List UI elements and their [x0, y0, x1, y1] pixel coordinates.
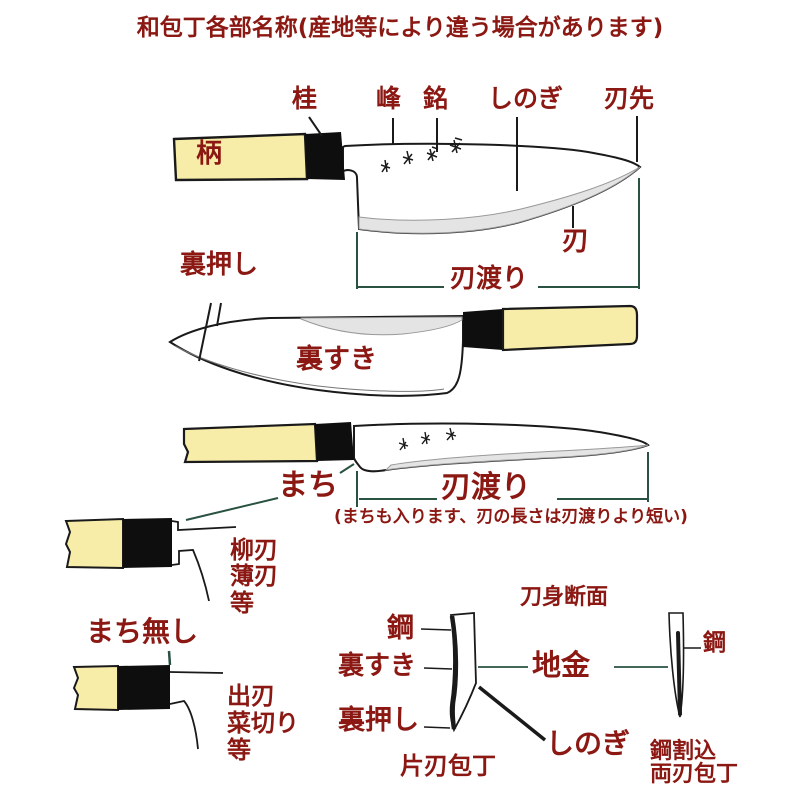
label-cs-shinogi: しのぎ	[546, 727, 631, 760]
no-machi-pointer-tick	[167, 650, 172, 666]
uraoshi-pointer-line	[423, 726, 451, 729]
no-machi-detail-drawing	[72, 650, 224, 750]
no-machi-detail-handle	[72, 664, 119, 712]
label-mei: 銘	[423, 84, 449, 113]
single-bevel-hagane-layer	[449, 615, 459, 730]
knife-machi-ferrule	[315, 422, 354, 461]
machi-knife-type-3: 等	[230, 589, 254, 617]
machi-pointer-lines	[185, 463, 355, 521]
label-machi-note: (まちも入ります、刃の長さは刃渡りより短い)	[334, 507, 688, 527]
knife-front-ferrule	[305, 132, 345, 180]
label-shinogi: しのぎ	[488, 84, 564, 113]
knife-front-pointer-lines	[308, 116, 638, 228]
label-machi-nashi: まち無し	[86, 615, 199, 648]
machi-detail-handle	[64, 517, 124, 570]
double-bevel-section-drawing	[668, 612, 701, 718]
label-cs-double-caption-2: 両刃包丁	[650, 762, 739, 787]
machi-detail-blade-stub	[171, 520, 237, 602]
urasuki-pointer-line	[423, 667, 453, 670]
label-uraoshi: 裏押し	[180, 250, 259, 280]
label-cs-hagane: 鋼	[387, 613, 414, 644]
label-hawatari-machi: 刃渡り	[441, 470, 531, 505]
katsura-pointer-line	[308, 116, 323, 137]
hagane-pointer-line	[420, 628, 452, 631]
maker-signature	[380, 137, 463, 173]
page-title: 和包丁各部名称(産地等により違う場合があります)	[136, 15, 664, 41]
hawatari-bracket-machi	[356, 452, 649, 507]
knife-back-edge-line	[174, 345, 445, 392]
label-machi: まち	[278, 468, 338, 503]
knife-machi-drawing	[182, 422, 650, 521]
no-machi-knife-type-1: 出刃	[227, 682, 275, 710]
single-bevel-pointer-lines	[420, 628, 453, 729]
knife-back-ferrule	[463, 309, 503, 350]
label-urasuki: 裏すき	[296, 344, 377, 375]
no-machi-blade-stub	[169, 671, 224, 750]
single-bevel-section-drawing	[420, 612, 668, 742]
machi-detail-ferrule	[123, 518, 172, 568]
label-cs-hagane-right: 鋼	[703, 630, 726, 656]
hawatari-bracket-front	[356, 178, 640, 289]
knife-back-handle	[501, 304, 639, 352]
urasuki-hollow	[300, 316, 463, 336]
uraoshi-pointer-lines	[198, 302, 222, 362]
double-bevel-hagane-core	[676, 631, 682, 716]
machi-knife-type-1: 柳刃	[230, 536, 278, 564]
maker-signature-2	[398, 427, 457, 451]
label-katsura: 桂	[292, 84, 318, 113]
machi-knife-type-2: 薄刃	[230, 562, 278, 590]
label-cs-single-caption: 片刃包丁	[400, 752, 496, 780]
label-mine: 峰	[376, 84, 402, 113]
knife-machi-bevel	[384, 444, 649, 471]
shinogi-pointer-diagonal	[477, 685, 547, 742]
knife-front-drawing	[172, 116, 642, 289]
label-cs-uraoshi: 裏押し	[338, 705, 419, 736]
knife-front-handle	[172, 132, 309, 182]
no-machi-knife-type-2: 菜切り	[227, 709, 299, 737]
no-machi-detail-ferrule	[118, 665, 170, 710]
label-handle: 柄	[196, 139, 223, 169]
knife-back-drawing	[168, 302, 639, 397]
machi-detail-drawing	[64, 517, 237, 602]
label-cs-urasuki: 裏すき	[338, 651, 417, 681]
label-hasaki: 刃先	[604, 84, 655, 113]
knife-machi-handle	[182, 422, 319, 464]
no-machi-knife-type-3: 等	[227, 736, 251, 764]
knife-back-blade	[168, 314, 464, 397]
label-cross-section-title: 刀身断面	[520, 585, 609, 610]
label-ha: 刃	[562, 226, 589, 257]
label-cs-double-caption-1: 鋼割込	[650, 739, 717, 764]
label-hawatari-front: 刃渡り	[450, 264, 529, 294]
label-cs-jigane: 地金	[532, 648, 591, 682]
knife-front-bevel	[358, 166, 641, 234]
